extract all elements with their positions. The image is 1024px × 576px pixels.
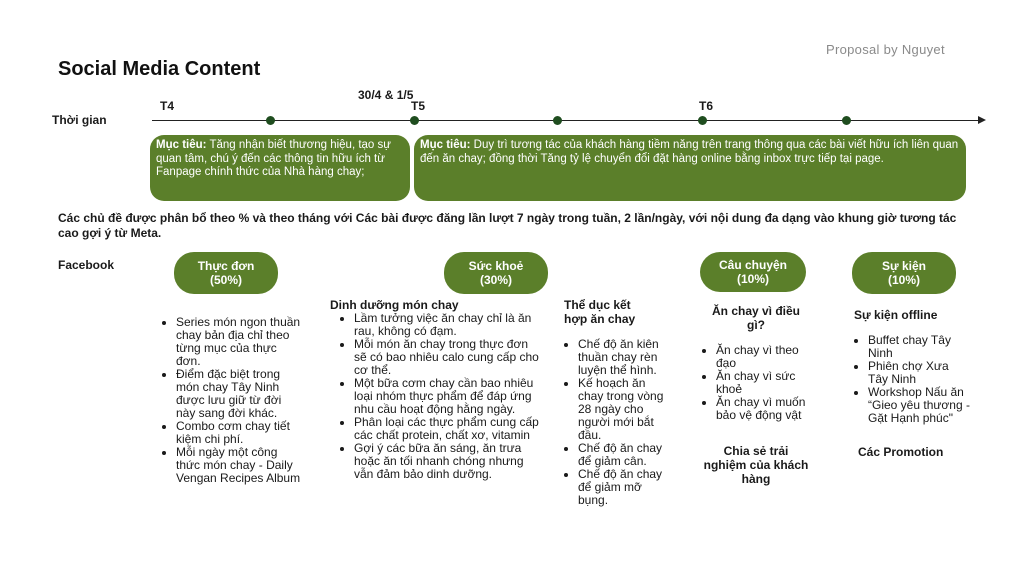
category-name: Câu chuyện xyxy=(718,258,787,272)
sukien-list: Buffet chay Tây Ninh Phiên chợ Xưa Tây N… xyxy=(854,334,970,425)
theduc-column: Thể dục kết hợp ăn chay Chế độ ăn kiên t… xyxy=(564,298,674,507)
thucdon-list: Series món ngon thuần chay bản địa chỉ t… xyxy=(162,316,302,485)
sukien-column: Sự kiện offline Buffet chay Tây Ninh Phi… xyxy=(854,308,970,459)
proposal-credit: Proposal by Nguyet xyxy=(826,42,945,57)
description-text: Các chủ đề được phân bổ theo % và theo t… xyxy=(58,211,957,240)
column-title: Ăn chay vì điều gì? xyxy=(711,304,801,332)
month-label-t4: T4 xyxy=(160,99,175,113)
column-title: Sự kiện offline xyxy=(854,308,938,322)
timeline-dot xyxy=(266,116,275,125)
list-item: Chế độ ăn kiên thuần chay rèn luyện thể … xyxy=(578,338,674,377)
category-pill-cauchuyen: Câu chuyện (10%) xyxy=(700,252,806,292)
holiday-date-label: 30/4 & 1/5 xyxy=(358,88,414,102)
list-item: Mỗi ngày một công thức món chay - Daily … xyxy=(176,446,302,485)
category-pill-suckhoe: Sức khoẻ (30%) xyxy=(444,252,548,294)
list-item: Phân loại các thực phẩm cung cấp các chấ… xyxy=(354,416,540,442)
list-item: Ăn chay vì theo đạo xyxy=(716,344,810,370)
facebook-label: Facebook xyxy=(58,258,115,272)
timeline-arrow-icon xyxy=(978,116,986,124)
column-title: Thể dục kết hợp ăn chay xyxy=(564,298,636,326)
category-percent: (50%) xyxy=(209,273,242,287)
category-pill-thucdon: Thực đơn (50%) xyxy=(174,252,278,294)
list-item: Mỗi món ăn chay trong thực đơn sẽ có bao… xyxy=(354,338,540,377)
list-item: Điểm đặc biệt trong món chay Tây Ninh đư… xyxy=(176,368,302,420)
list-item: Series món ngon thuần chay bản địa chỉ t… xyxy=(176,316,302,368)
goal-box-t5-t6: Mục tiêu: Duy trì tương tác của khách hà… xyxy=(414,135,966,201)
category-pill-sukien: Sự kiện (10%) xyxy=(852,252,956,294)
cauchuyen-list: Ăn chay vì theo đạo Ăn chay vì sức khoẻ … xyxy=(702,344,810,422)
list-item: Chế độ ăn chay để giảm mỡ bụng. xyxy=(578,468,674,507)
timeline-dot xyxy=(553,116,562,125)
list-item: Một bữa cơm chay cần bao nhiêu loại nhóm… xyxy=(354,377,540,416)
category-percent: (10%) xyxy=(736,272,769,286)
category-name: Sức khoẻ xyxy=(468,259,524,273)
column-title: Dinh dưỡng món chay xyxy=(330,298,459,312)
promotion-title: Các Promotion xyxy=(858,445,944,459)
list-item: Buffet chay Tây Ninh xyxy=(868,334,970,360)
category-percent: (10%) xyxy=(887,273,920,287)
goal-label: Mục tiêu: xyxy=(420,139,471,151)
timeline-dot xyxy=(698,116,707,125)
list-item: Gợi ý các bữa ăn sáng, ăn trưa hoặc ăn t… xyxy=(354,442,540,481)
month-label-t5: T5 xyxy=(411,99,426,113)
month-label-t6: T6 xyxy=(699,99,714,113)
dinhduong-list: Lầm tưởng việc ăn chay chỉ là ăn rau, kh… xyxy=(330,312,540,481)
goal-box-t4: Mục tiêu: Tăng nhận biết thương hiệu, tạ… xyxy=(150,135,410,201)
list-item: Workshop Nấu ăn “Gieo yêu thương - Gặt H… xyxy=(868,386,970,425)
list-item: Ăn chay vì sức khoẻ xyxy=(716,370,810,396)
timeline-dot xyxy=(410,116,419,125)
goal-label: Mục tiêu: xyxy=(156,139,207,151)
list-item: Lầm tưởng việc ăn chay chỉ là ăn rau, kh… xyxy=(354,312,540,338)
category-percent: (30%) xyxy=(479,273,512,287)
cauchuyen-column: Ăn chay vì điều gì? Ăn chay vì theo đạo … xyxy=(702,304,810,486)
list-item: Kế hoạch ăn chay trong vòng 28 ngày cho … xyxy=(578,377,674,442)
page-title: Social Media Content xyxy=(58,58,261,80)
category-name: Sự kiện xyxy=(881,259,927,273)
dinhduong-column: Dinh dưỡng món chay Lầm tưởng việc ăn ch… xyxy=(330,298,540,481)
goal-text: Tăng nhận biết thương hiệu, tạo sự quan … xyxy=(156,139,391,178)
list-item: Phiên chợ Xưa Tây Ninh xyxy=(868,360,970,386)
goal-text: Duy trì tương tác của khách hàng tiềm nă… xyxy=(420,139,959,165)
thucdon-column: Series món ngon thuần chay bản địa chỉ t… xyxy=(162,316,302,485)
category-name: Thực đơn xyxy=(197,259,255,273)
share-experience-title: Chia sẻ trải nghiệm của khách hàng xyxy=(703,444,809,486)
list-item: Combo cơm chay tiết kiệm chi phí. xyxy=(176,420,302,446)
timeline-axis xyxy=(152,120,982,121)
timeline-label: Thời gian xyxy=(52,113,107,127)
list-item: Ăn chay vì muốn bảo vệ động vật xyxy=(716,396,810,422)
timeline-dot xyxy=(842,116,851,125)
theduc-list: Chế độ ăn kiên thuần chay rèn luyện thể … xyxy=(564,338,674,507)
list-item: Chế độ ăn chay để giảm cân. xyxy=(578,442,674,468)
